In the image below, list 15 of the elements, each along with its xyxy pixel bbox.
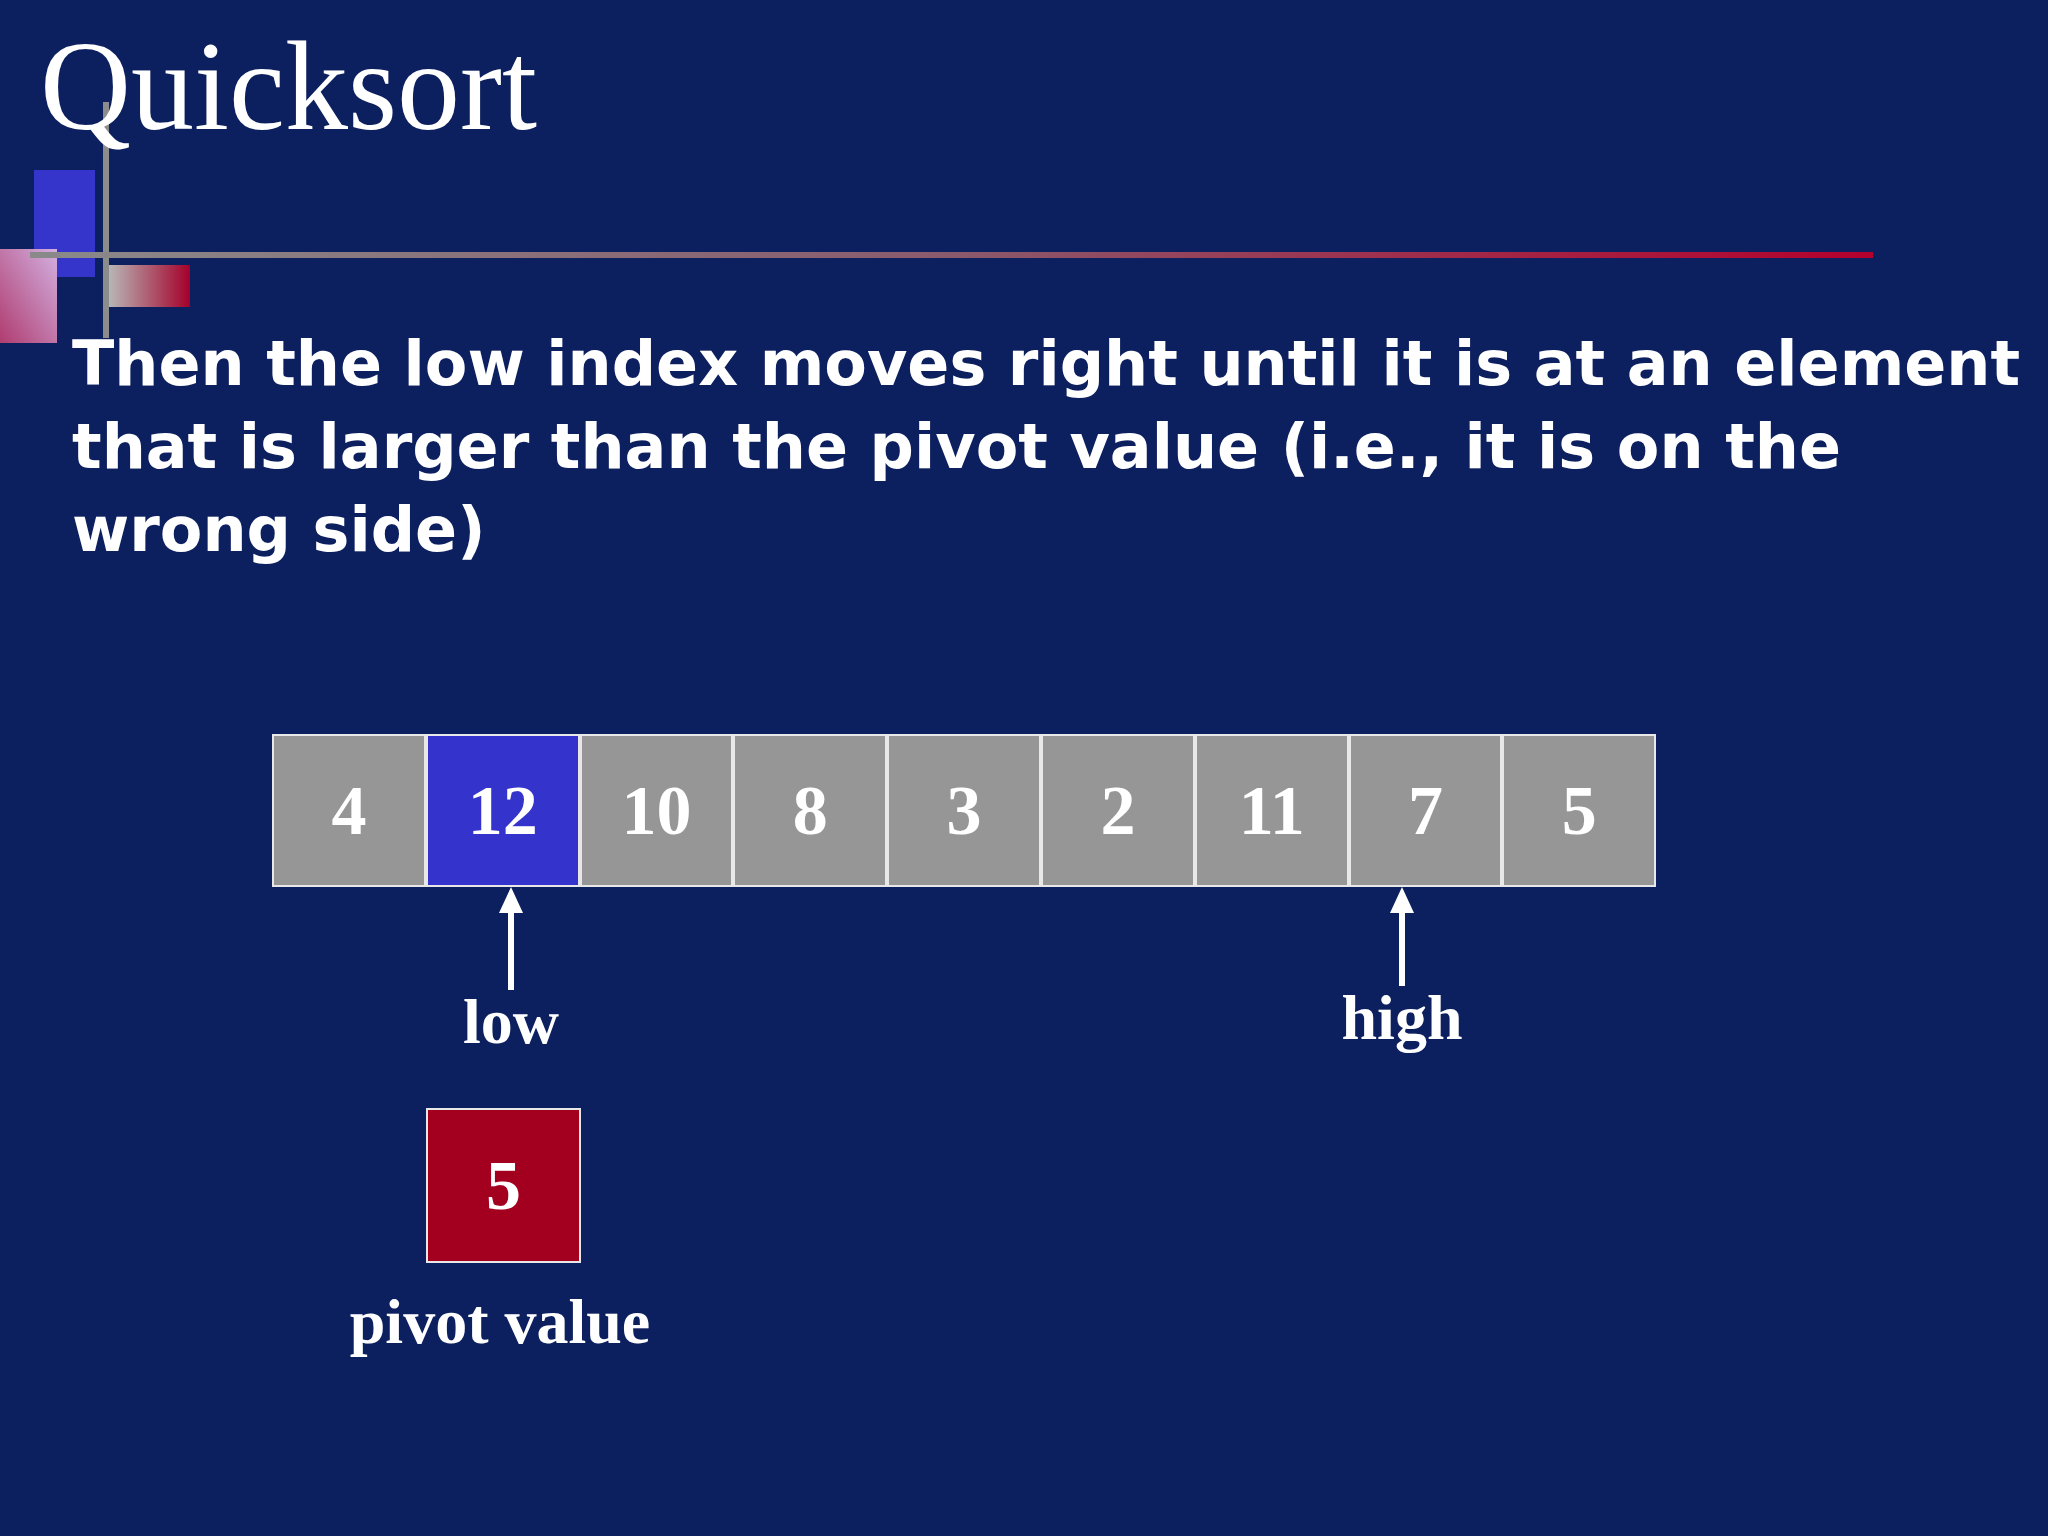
slide-title: Quicksort [40,18,537,157]
array-cell: 4 [272,734,426,887]
array-cell: 2 [1041,734,1195,887]
pivot-cell: 5 [426,1108,581,1263]
array-cell: 8 [733,734,888,887]
arrow [1390,887,1414,986]
body-text: Then the low index moves right until it is at an element that is larger than the pivot value (i.e., it is on the wrong side) [72,326,2022,568]
array-cell: 10 [579,734,734,887]
array-cell: 11 [1194,734,1349,887]
highlighted-array-cell: 12 [425,734,580,887]
pointer-label: low [463,990,559,1054]
arrow [499,887,523,990]
array-cell: 5 [1502,734,1657,887]
array-cell: 3 [887,734,1041,887]
array-cell: 7 [1348,734,1503,887]
